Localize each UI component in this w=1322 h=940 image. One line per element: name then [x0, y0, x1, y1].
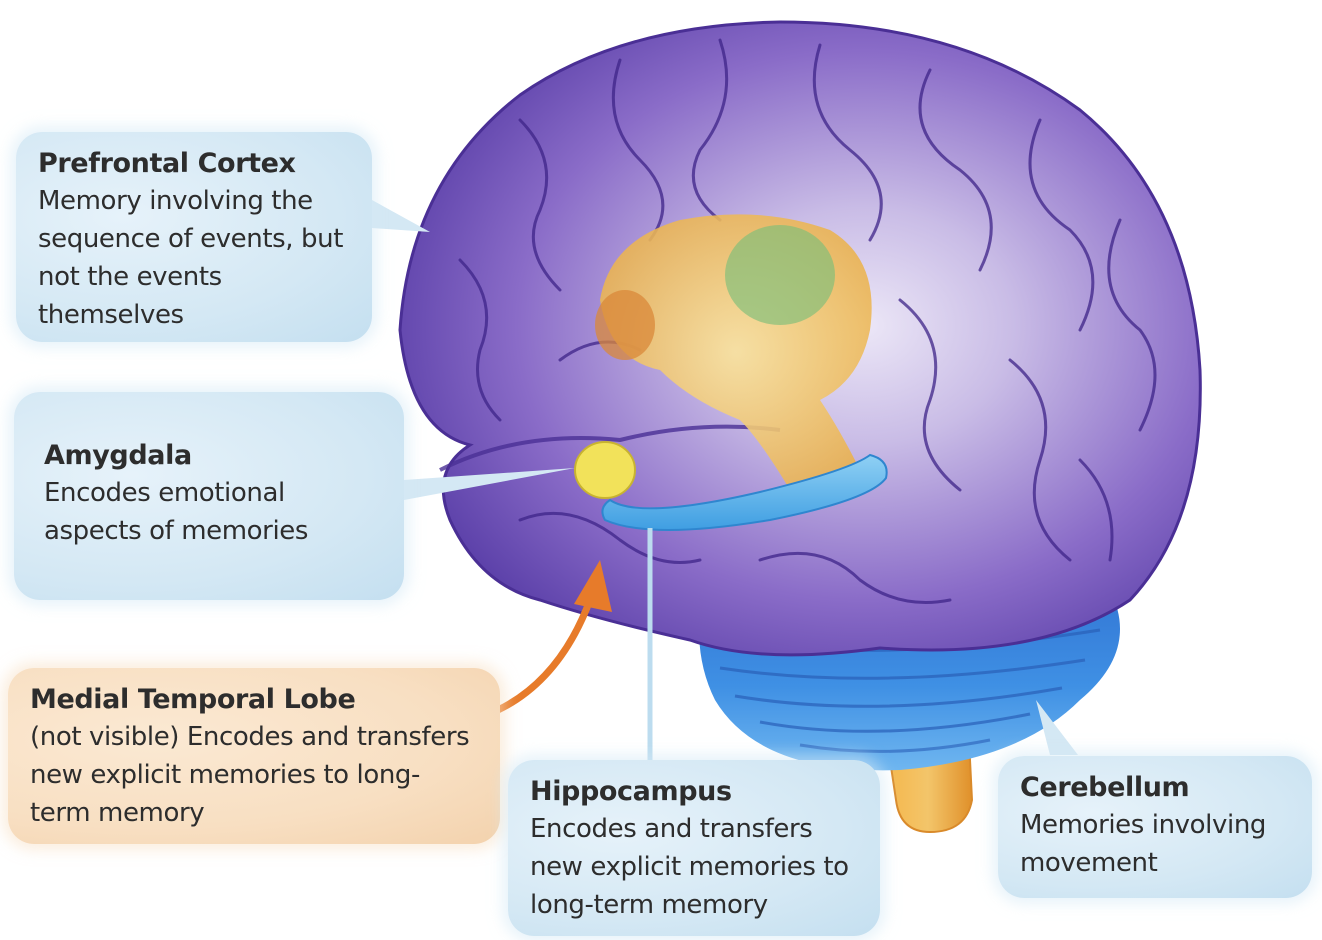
callout-cerebellum: Cerebellum Memories involving movement — [998, 756, 1312, 898]
medial-temporal-lobe-description: (not visible) Encodes and transfers new … — [30, 718, 478, 832]
hippocampus-description: Encodes and transfers new explicit memor… — [530, 810, 858, 924]
cerebellum-description: Memories involving movement — [1020, 806, 1290, 882]
cerebellum-title: Cerebellum — [1020, 770, 1290, 806]
medial-temporal-lobe-title: Medial Temporal Lobe — [30, 682, 478, 718]
callout-amygdala: Amygdala Encodes emotional aspects of me… — [14, 392, 404, 600]
amygdala — [575, 442, 635, 498]
prefrontal-cortex-title: Prefrontal Cortex — [38, 146, 350, 182]
callout-hippocampus: Hippocampus Encodes and transfers new ex… — [508, 760, 880, 936]
prefrontal-cortex-description: Memory involving the sequence of events,… — [38, 182, 350, 334]
callout-prefrontal-cortex: Prefrontal Cortex Memory involving the s… — [16, 132, 372, 342]
amygdala-description: Encodes emotional aspects of memories — [44, 474, 382, 550]
hippocampus-title: Hippocampus — [530, 774, 858, 810]
amygdala-title: Amygdala — [44, 438, 382, 474]
callout-medial-temporal-lobe: Medial Temporal Lobe (not visible) Encod… — [8, 668, 500, 844]
prefrontal-leader — [372, 200, 430, 232]
